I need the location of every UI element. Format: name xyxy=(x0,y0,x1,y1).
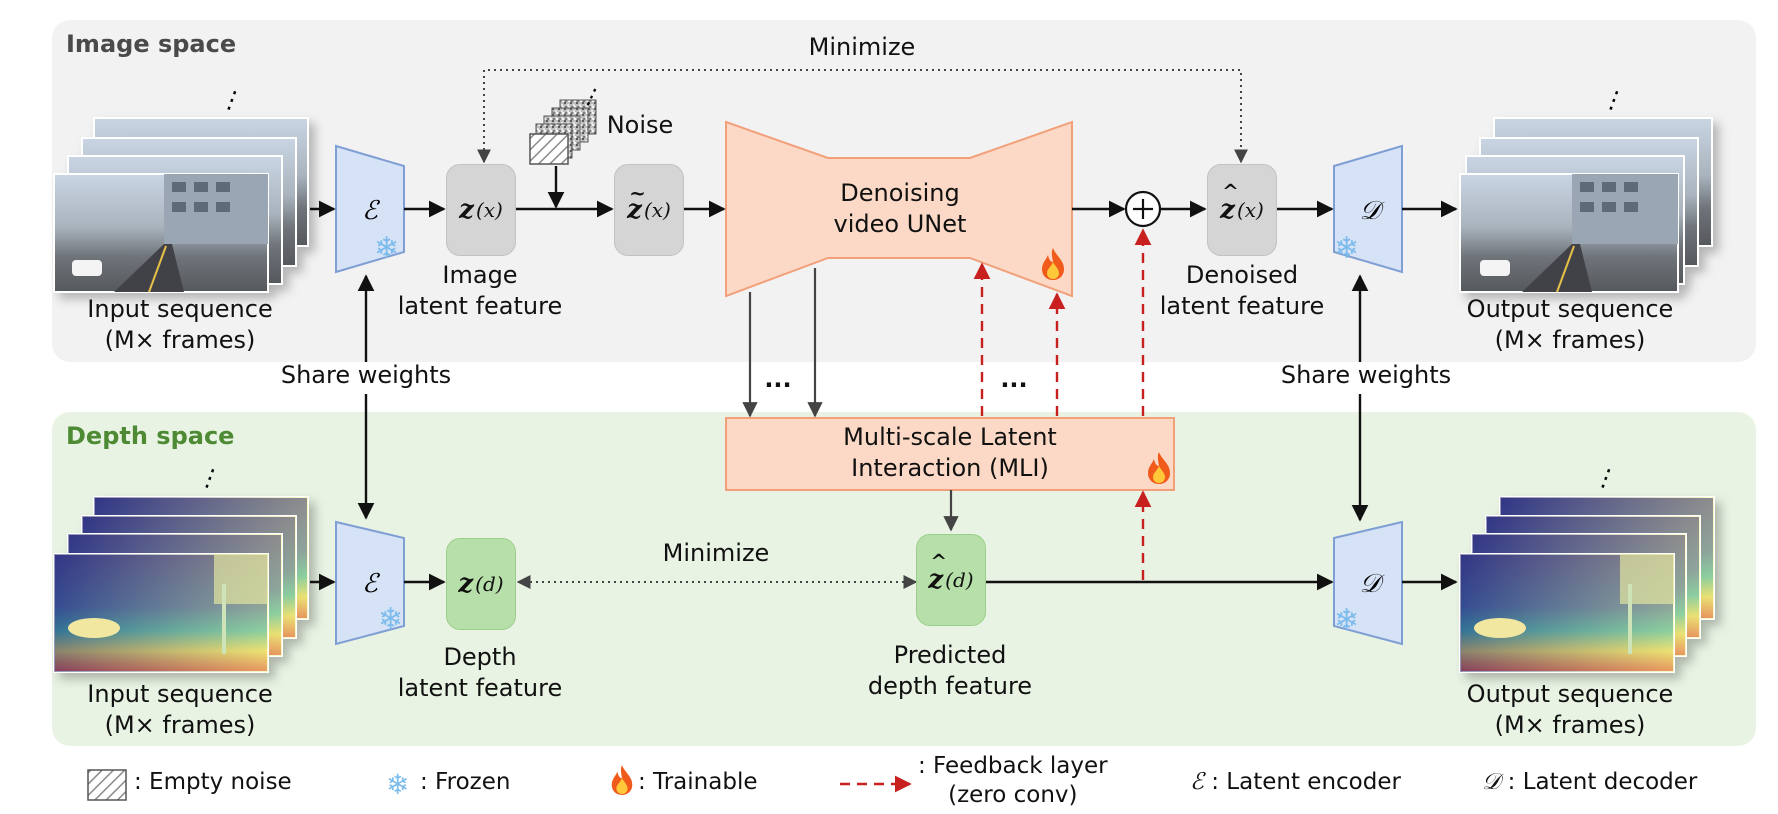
legend-trainable: : Trainable xyxy=(638,769,758,795)
depth-space-title: Depth space xyxy=(66,422,235,450)
legend-decoder: 𝒟 : Latent decoder xyxy=(1482,769,1698,795)
legend-encoder-symbol: ℰ xyxy=(1190,769,1204,795)
unet-to-mli-arrows xyxy=(742,268,959,532)
depth-encoder-symbol: ℰ xyxy=(362,569,380,599)
flame-icon xyxy=(1148,452,1170,484)
legend-encoder: ℰ : Latent encoder xyxy=(1190,769,1401,795)
share-weights-left: Share weights xyxy=(280,361,452,389)
noise-label: Noise xyxy=(606,111,674,139)
denoised-latent-box: ^z(x) xyxy=(1207,164,1277,256)
share-weights-arrows xyxy=(357,274,1369,522)
input-depth-stack xyxy=(53,496,309,673)
minimize-top-label: Minimize xyxy=(808,33,916,61)
image-path-arrows xyxy=(310,166,1458,218)
image-encoder-symbol: ℰ xyxy=(362,196,380,226)
output-image-caption: Output sequence(M× frames) xyxy=(1466,295,1674,354)
depth-latent-box: z(d) xyxy=(446,538,516,630)
mli-block xyxy=(725,417,1175,491)
input-image-caption: Input sequence(M× frames) xyxy=(87,295,273,354)
minimize-mid-label: Minimize xyxy=(662,539,770,567)
flame-icon xyxy=(1042,248,1064,280)
snowflake-icon: ❄ xyxy=(374,231,400,266)
minimize-arrows xyxy=(477,69,1248,589)
input-depth-caption: Input sequence(M× frames) xyxy=(87,680,273,739)
flame-icon xyxy=(611,765,633,795)
depth-encoder xyxy=(335,520,405,646)
input-image-stack xyxy=(53,117,309,293)
legend-decoder-symbol: 𝒟 xyxy=(1482,769,1501,795)
share-weights-right: Share weights xyxy=(1280,361,1452,389)
ellipsis-right: ... xyxy=(1000,365,1028,393)
output-depth-caption: Output sequence(M× frames) xyxy=(1466,680,1674,739)
legend-feedback: : Feedback layer(zero conv) xyxy=(918,753,1108,808)
predicted-depth-box: ^z(d) xyxy=(916,534,986,626)
image-encoder xyxy=(335,144,405,274)
snowflake-icon: ❄ xyxy=(1334,603,1360,638)
legend-empty-noise-swatch xyxy=(87,769,127,801)
legend-empty-noise: : Empty noise xyxy=(134,769,292,795)
legend-frozen: : Frozen xyxy=(420,769,511,795)
noisy-latent-box: ~z(x) xyxy=(614,164,684,256)
image-decoder xyxy=(1333,144,1403,274)
snowflake-icon: ❄ xyxy=(386,768,410,801)
snowflake-icon: ❄ xyxy=(378,602,404,637)
output-depth-stack xyxy=(1459,496,1715,673)
ellipsis-left: ... xyxy=(764,365,792,393)
image-space-title: Image space xyxy=(66,30,237,58)
depth-decoder xyxy=(1333,520,1403,646)
snowflake-icon: ❄ xyxy=(1334,231,1360,266)
output-image-stack xyxy=(1459,117,1713,293)
image-latent-box: z(x) xyxy=(446,164,516,256)
feedback-arrows xyxy=(973,228,1152,580)
